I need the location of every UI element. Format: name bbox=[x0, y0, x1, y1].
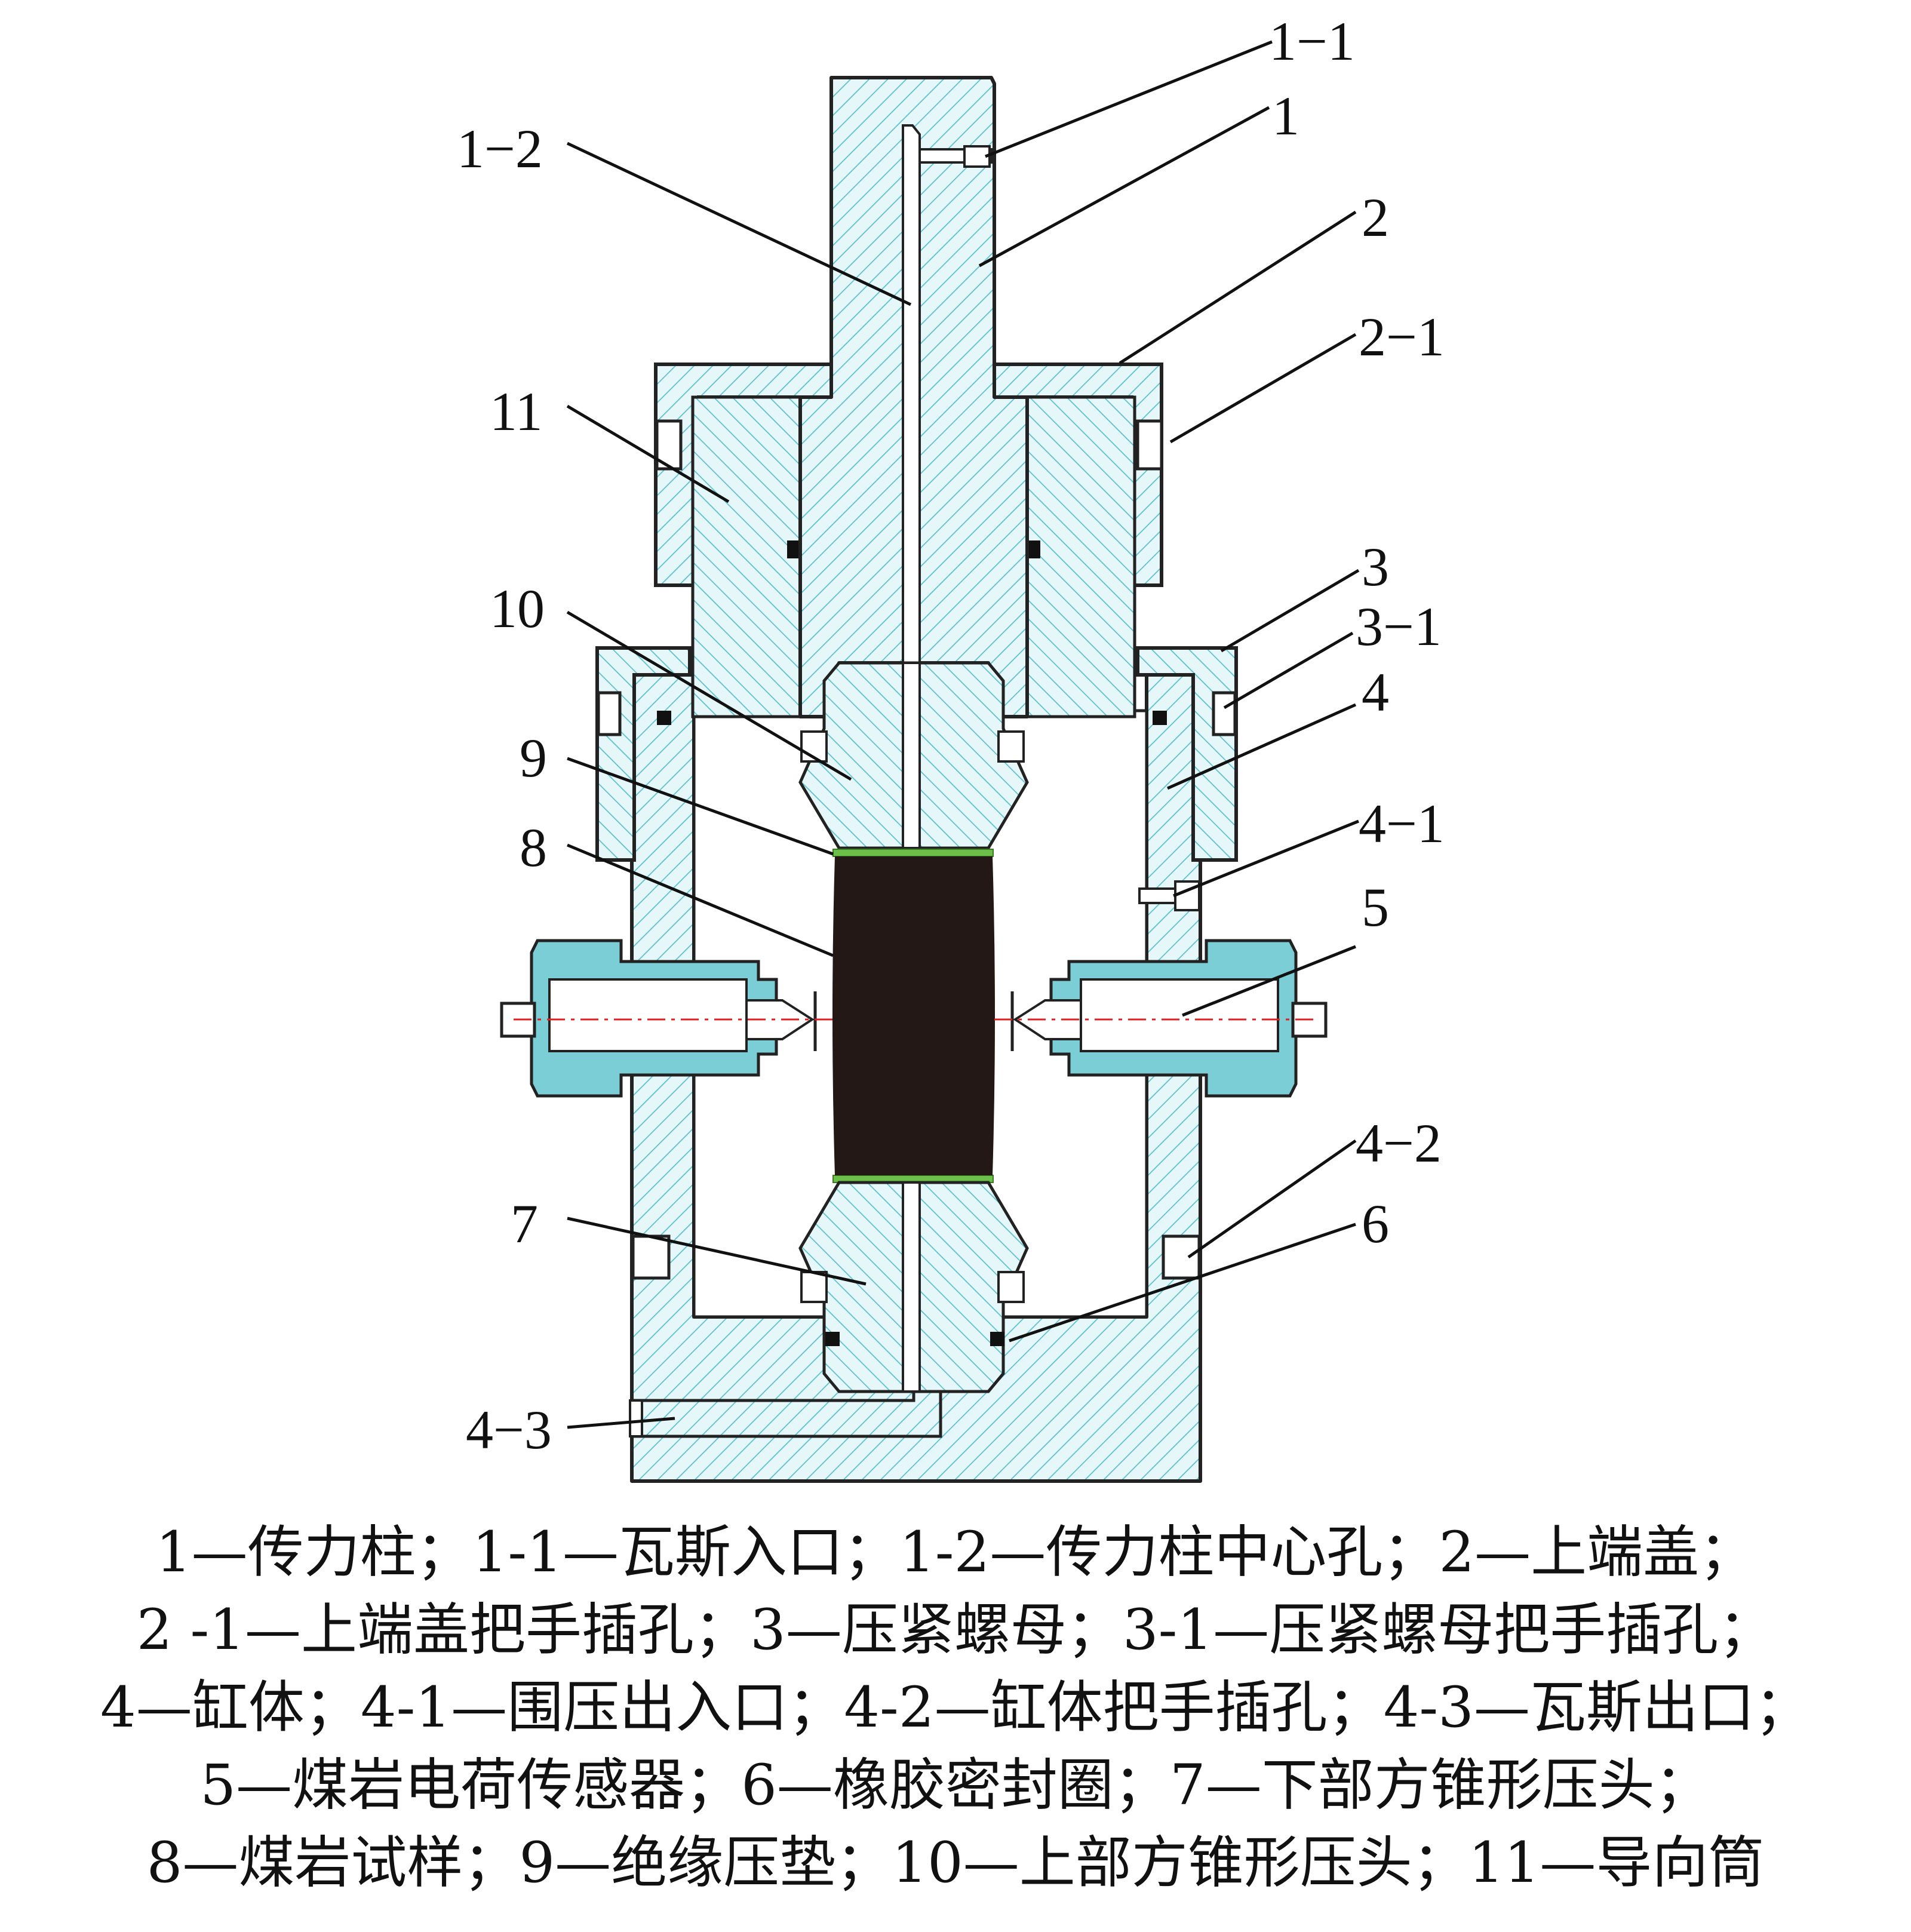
callout-4: 4 bbox=[1362, 662, 1389, 723]
callout-1-1: 1−1 bbox=[1269, 11, 1355, 72]
coal-rock-sample bbox=[832, 856, 995, 1175]
legend-line-2: 2 -1—上端盖把手插孔；3—压紧螺母；3-1—压紧螺母把手插孔； bbox=[136, 1598, 1775, 1663]
legend-line-5: 8—煤岩试样；9—绝缘压垫；10—上部方锥形压头；11—导向筒 bbox=[146, 1830, 1765, 1896]
callout-6: 6 bbox=[1362, 1193, 1389, 1254]
leader-lines bbox=[566, 40, 1360, 1429]
callout-2: 2 bbox=[1362, 187, 1389, 248]
compression-nut bbox=[595, 646, 1238, 862]
lower-cone-head bbox=[798, 1181, 1029, 1393]
callout-2-1: 2−1 bbox=[1359, 306, 1445, 367]
charge-sensor-left bbox=[500, 939, 833, 1098]
callout-7: 7 bbox=[511, 1193, 538, 1254]
callout-4-3: 4−3 bbox=[466, 1399, 552, 1460]
callout-5: 5 bbox=[1362, 877, 1389, 938]
callout-3-1: 3−1 bbox=[1356, 596, 1442, 657]
guide-cylinder bbox=[691, 395, 1136, 718]
callout-11: 11 bbox=[490, 381, 543, 442]
parts-legend: 1—传力柱；1-1—瓦斯入口；1-2—传力柱中心孔；2—上端盖； 2 -1—上端… bbox=[0, 1508, 1911, 1926]
callout-10: 10 bbox=[490, 578, 545, 639]
callout-4-1: 4−1 bbox=[1359, 793, 1445, 854]
callout-1-2: 1−2 bbox=[457, 118, 543, 179]
callout-3: 3 bbox=[1362, 536, 1389, 597]
legend-line-1: 1—传力柱；1-1—瓦斯入口；1-2—传力柱中心孔；2—上端盖； bbox=[155, 1520, 1756, 1585]
legend-line-3: 4—缸体；4-1—围压出入口；4-2—缸体把手插孔；4-3—瓦斯出口； bbox=[100, 1675, 1811, 1740]
callout-8: 8 bbox=[520, 817, 547, 878]
force-column bbox=[798, 76, 1029, 849]
pressure-chamber-diagram: 1−1 1 1−2 2 2−1 11 3 3−1 10 4 9 4−1 8 5 … bbox=[457, 11, 1445, 1483]
charge-sensor-right bbox=[994, 939, 1328, 1098]
insulating-pad-top bbox=[832, 849, 994, 857]
callout-9: 9 bbox=[520, 727, 547, 788]
callout-4-2: 4−2 bbox=[1356, 1113, 1442, 1174]
legend-line-4: 5—煤岩电荷传感器；6—橡胶密封圈；7—下部方锥形压头； bbox=[200, 1753, 1711, 1818]
callout-1: 1 bbox=[1272, 85, 1299, 146]
upper-cone-head bbox=[798, 661, 1029, 850]
